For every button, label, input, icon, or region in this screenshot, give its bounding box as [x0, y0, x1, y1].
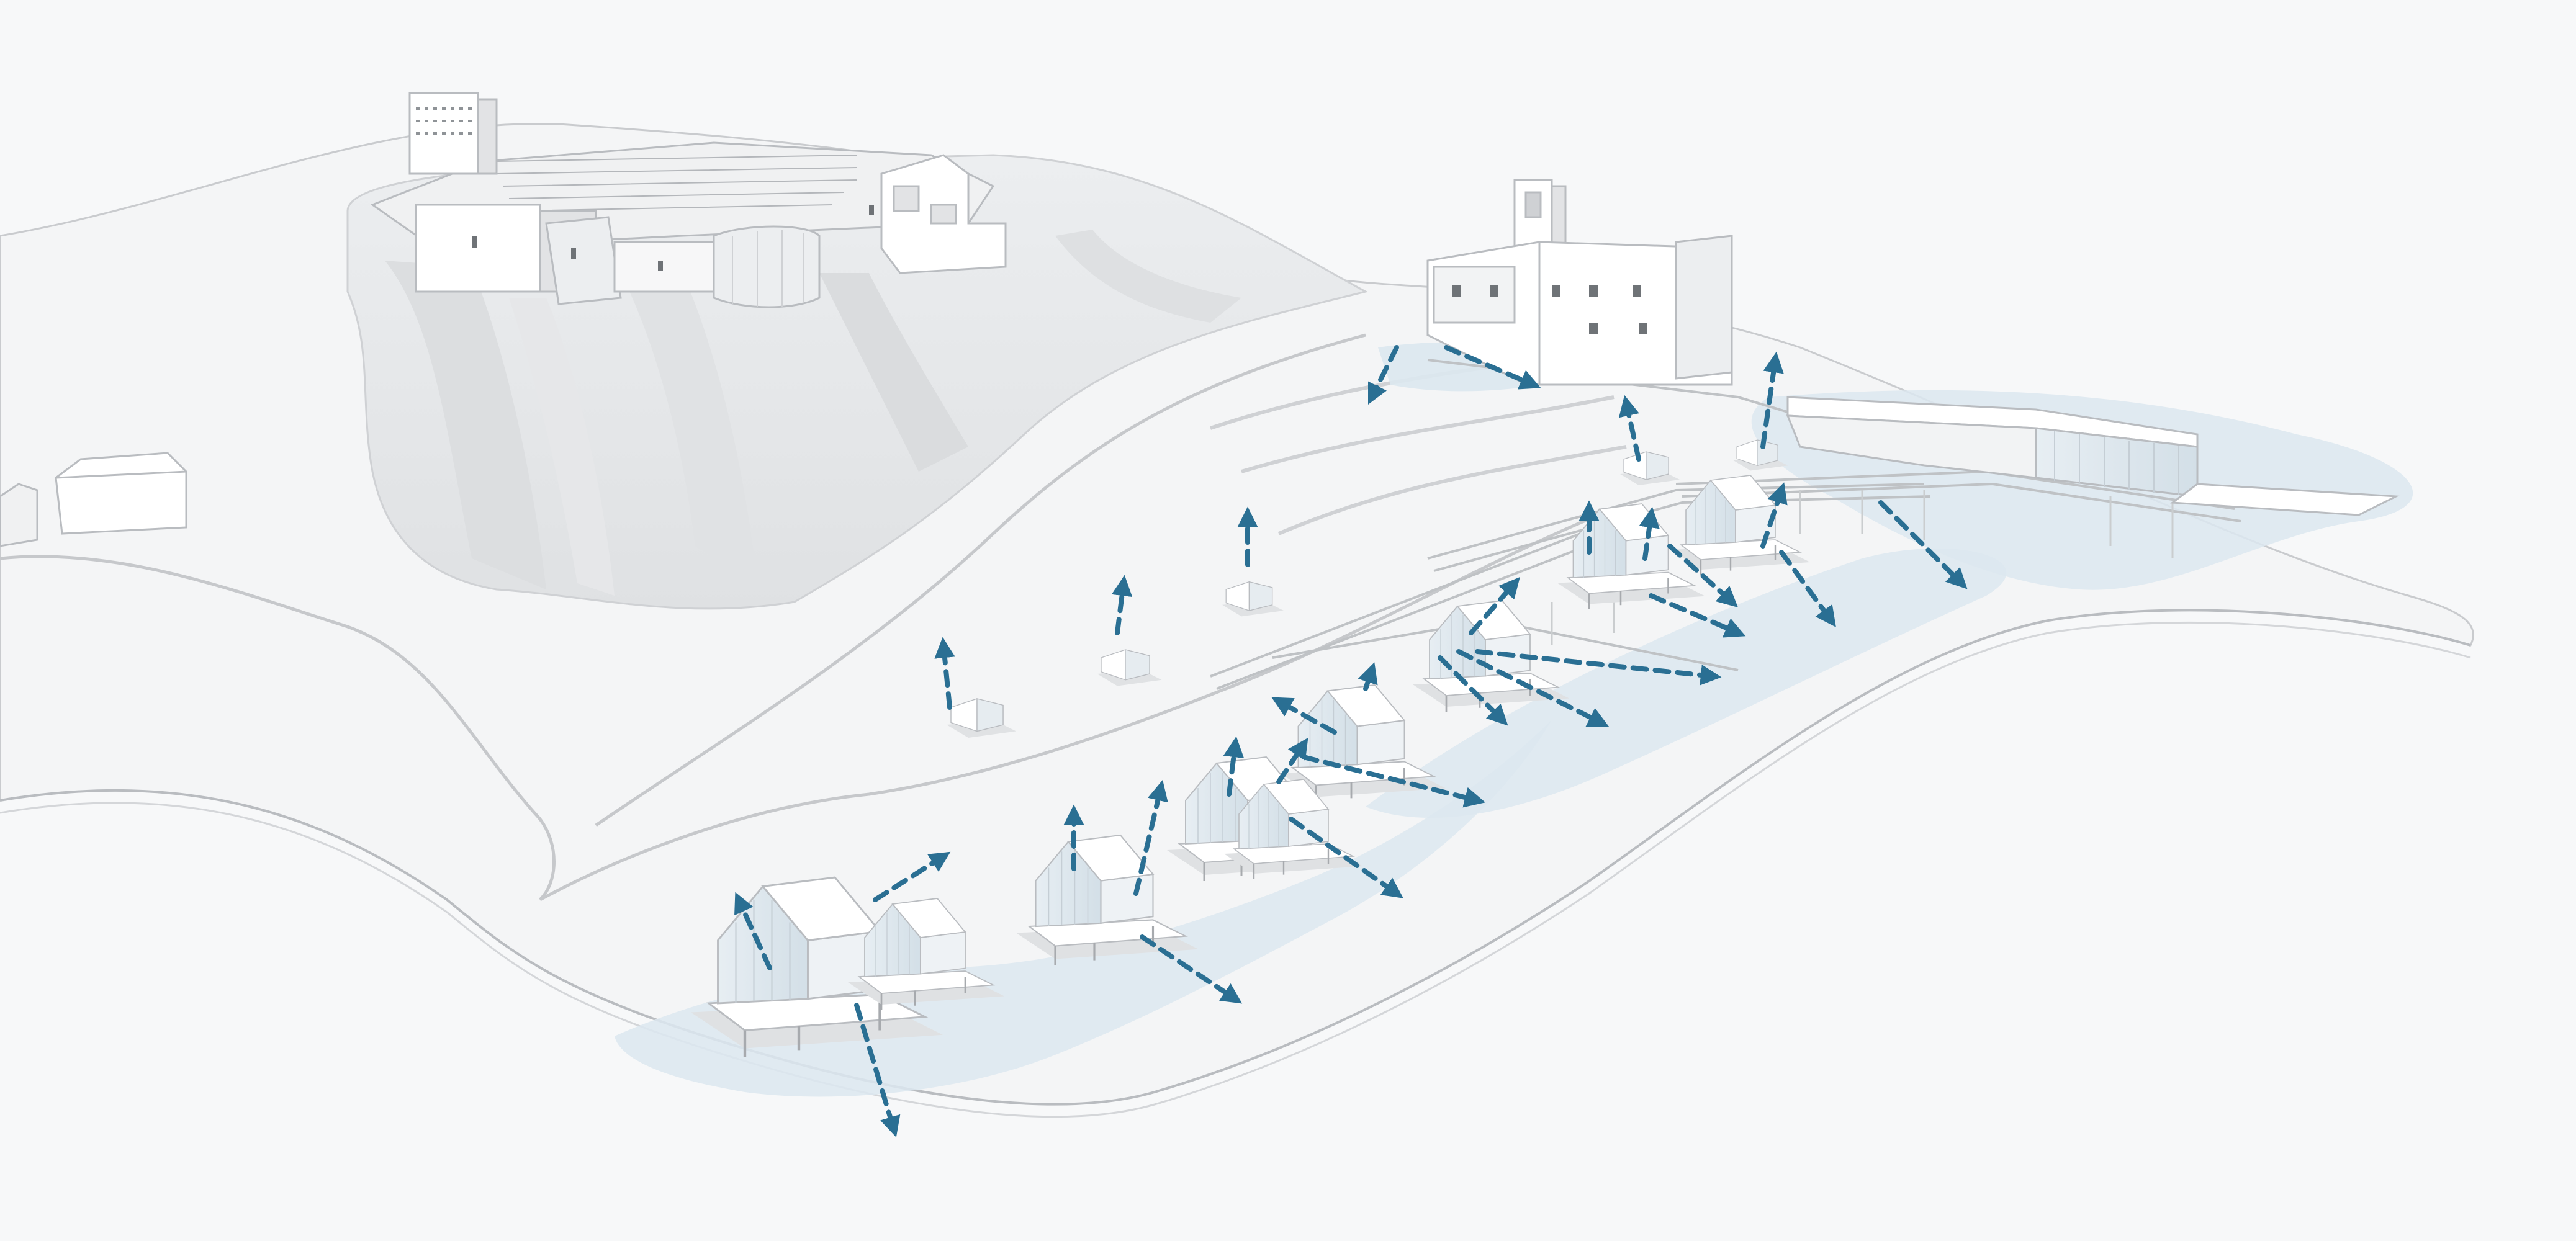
dashed-arrow-icon — [1779, 550, 1836, 627]
dashed-arrow-icon — [1760, 482, 1788, 549]
church-icon — [1426, 179, 1733, 386]
cabin-side — [920, 931, 966, 975]
cabin-icon — [1733, 439, 1788, 471]
cabin-mullions — [1048, 851, 1089, 926]
boardwalk-3 — [1427, 483, 1931, 572]
cliff-facet-3 — [819, 273, 968, 472]
dashed-arrow-icon — [1438, 655, 1508, 726]
cabin-roof — [1066, 834, 1155, 882]
road-switchback — [539, 507, 1615, 902]
cabin-box-glass — [1646, 451, 1669, 480]
cabin-roof — [891, 898, 966, 938]
castle-wall — [613, 241, 715, 293]
cabin-layer — [691, 439, 1810, 1058]
castle-icon — [370, 92, 1007, 308]
dashed-arrow-icon — [1358, 662, 1378, 691]
dashed-arrow-icon — [1276, 737, 1308, 784]
dashed-arrow-icon — [1456, 649, 1610, 727]
dashed-arrow-icon — [1271, 697, 1337, 735]
dashed-arrow-icon — [1475, 649, 1722, 686]
dashed-arrow-icon — [1133, 779, 1168, 896]
cliff-facet-5 — [509, 298, 615, 596]
dashed-arrow-icon — [1469, 576, 1520, 635]
dashed-arrow-icon — [1444, 345, 1541, 390]
west-sheds — [0, 452, 187, 547]
dashed-arrow-icon — [1140, 934, 1243, 1004]
dashed-arrow-icon — [1289, 817, 1403, 898]
dashed-arrow-icon — [1111, 575, 1133, 635]
cabin-mullions — [875, 912, 910, 977]
pavilion-deck — [2169, 483, 2400, 516]
castle-block-1 — [415, 204, 541, 293]
cliff-facet-2 — [621, 273, 757, 583]
dashed-arrow-icon — [873, 851, 951, 902]
cabin-mullions — [1440, 614, 1475, 679]
dashed-arrow-icon — [1618, 395, 1641, 462]
cabin-stilts — [1588, 578, 1669, 610]
cabin-box-glass — [1248, 581, 1273, 611]
cabin-box-glass — [1125, 649, 1150, 681]
cabin-icon — [1222, 581, 1284, 617]
cabin-side — [1356, 719, 1405, 766]
church-house — [1433, 266, 1516, 324]
road-hill — [595, 333, 1366, 827]
site-edge-inner — [0, 621, 2471, 1118]
road-lower — [0, 555, 556, 901]
view-arrow-layer — [734, 345, 1968, 1137]
dashed-arrow-icon — [934, 637, 955, 710]
cabin-side — [1100, 873, 1154, 924]
cabin-mullions — [1248, 791, 1279, 849]
cabin-mullions — [1309, 699, 1346, 768]
cabin-icon — [848, 898, 1004, 1011]
site-edge — [0, 609, 2471, 1106]
dashed-arrow-icon — [1301, 755, 1486, 808]
dashed-arrow-icon — [1223, 736, 1245, 797]
cabin-icon — [1224, 779, 1363, 879]
cabin-mullions — [1695, 487, 1726, 545]
castle-round-tower-1 — [545, 216, 622, 305]
dashed-arrow-icon — [1667, 544, 1738, 607]
dashed-arrow-icon — [1878, 500, 1968, 589]
dashed-arrow-icon — [1639, 506, 1660, 561]
pavilion-ramp — [1786, 414, 2037, 479]
cabin-stilts — [1253, 849, 1330, 879]
cabin-icon — [1671, 475, 1810, 575]
cabin-mullions — [735, 900, 791, 1004]
church-windows — [1452, 285, 1647, 334]
cabin-stilts — [880, 977, 966, 1011]
shed-2 — [0, 483, 38, 547]
dashed-arrow-icon — [734, 892, 772, 970]
cabin-icon — [947, 698, 1016, 738]
cabin-icon — [1016, 834, 1199, 965]
shed-1 — [55, 452, 187, 535]
cliff-facet-1 — [385, 261, 546, 589]
cabin-roof — [1263, 779, 1330, 815]
cabin-icon — [1557, 503, 1705, 610]
castle-windows — [472, 205, 874, 271]
cabin-mullions — [1197, 773, 1236, 844]
dashed-arrow-icon — [854, 1003, 901, 1137]
dashed-arrow-icon — [1649, 593, 1746, 638]
church-apse — [1675, 235, 1733, 380]
dashed-arrow-icon — [1367, 345, 1399, 405]
cabin-box-glass — [976, 698, 1004, 732]
cabin-stilts — [1700, 545, 1777, 575]
cabin-roof — [1326, 684, 1406, 727]
cabin-mullions — [1583, 517, 1616, 578]
castle-terrace-stripes — [496, 155, 857, 212]
cliff-facet-4 — [1055, 230, 1241, 323]
cabin-icon — [1620, 451, 1680, 485]
cabin-stilts — [743, 1003, 881, 1058]
dashed-arrow-icon — [1760, 351, 1784, 449]
cabin-icon — [691, 876, 943, 1058]
castle-round-tower-2 — [713, 225, 821, 308]
view-zone-middle — [1366, 548, 2007, 818]
east-pavilion — [1786, 396, 2400, 516]
cabin-icon — [1097, 649, 1162, 686]
keep-openings — [416, 107, 472, 135]
